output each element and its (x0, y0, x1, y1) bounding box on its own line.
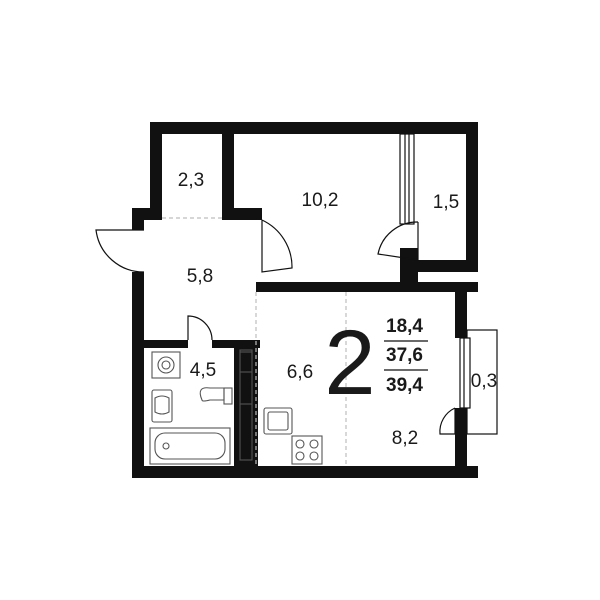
room-area-loggia: 1,5 (433, 192, 459, 213)
room-area-bathroom: 4,5 (190, 360, 216, 381)
window-bedroom (399, 133, 415, 225)
total-area: 37,6 (386, 345, 423, 366)
outer-walls (132, 122, 478, 478)
doors (95, 219, 456, 435)
room-area-balcony: 0,3 (471, 371, 497, 392)
room-area-hall: 5,8 (187, 266, 213, 287)
zone-lines (162, 217, 347, 466)
room-area-bedroom: 10,2 (302, 190, 339, 211)
room-count: 2 (324, 312, 375, 414)
room-labels: 2,3 10,2 1,5 5,8 4,5 6,6 8,2 0,3 (178, 170, 497, 449)
total-area-with-balcony: 39,4 (386, 375, 423, 396)
balcony (459, 329, 498, 435)
room-area-kitchen: 6,6 (287, 362, 313, 383)
bathroom-fixtures (149, 351, 233, 465)
room-area-living: 8,2 (392, 428, 418, 449)
inner-walls (144, 122, 456, 466)
room-area-storage: 2,3 (178, 170, 204, 191)
kitchen-fixtures (239, 349, 323, 465)
living-area: 18,4 (386, 316, 423, 337)
area-summary: 2 18,4 37,6 39,4 (324, 312, 428, 414)
